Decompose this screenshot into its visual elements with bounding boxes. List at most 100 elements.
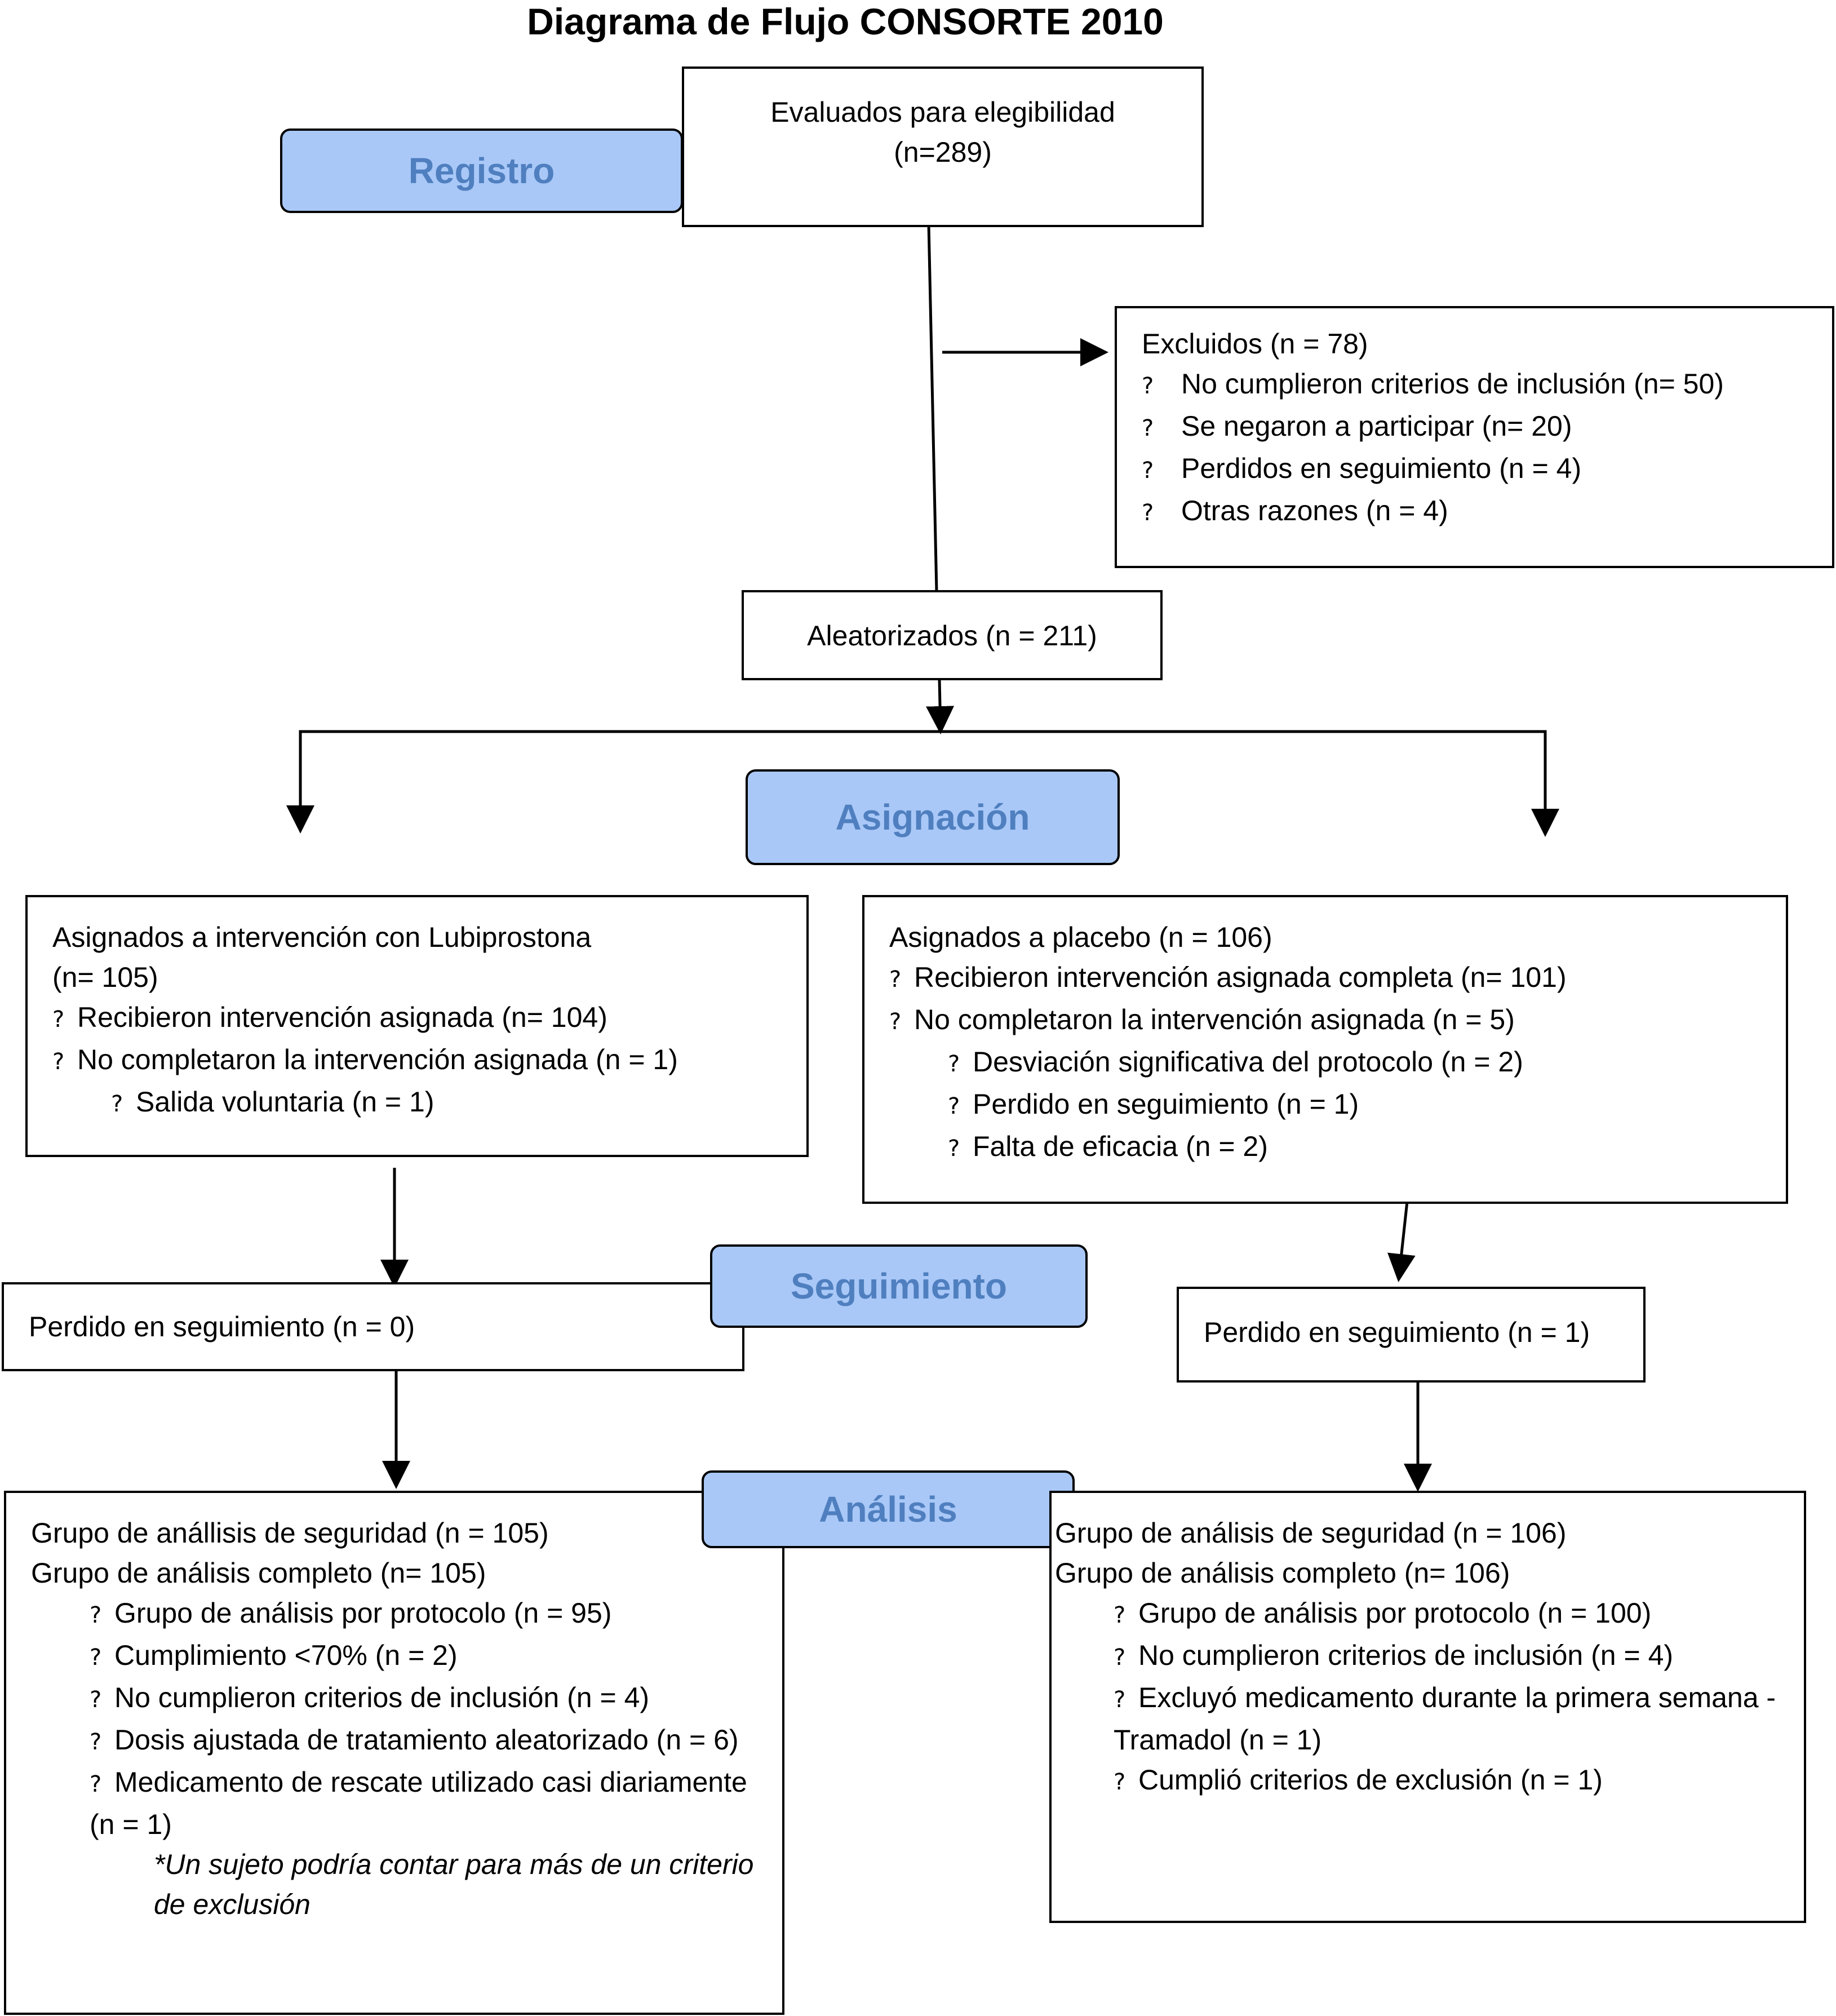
excluded-item-label: Se negaron a participar (n= 20) <box>1181 410 1572 442</box>
allocation-right-box: Asignados a placebo (n = 106) ? Recibiero… <box>862 895 1788 1204</box>
bullet-icon: ? <box>90 1645 102 1671</box>
analysis-right-item: ? Cumplió criterios de exclusión (n = 1) <box>1076 1760 1781 1802</box>
stage-analisis: Análisis <box>702 1470 1075 1548</box>
analysis-left-item-label: Medicamento de rescate utilizado casi di… <box>90 1766 747 1840</box>
followup-right-label: Perdido en seguimiento (n = 1) <box>1204 1317 1590 1348</box>
bullet-icon: ? <box>90 1729 102 1755</box>
analysis-left-box: Grupo de anállisis de seguridad (n = 105… <box>4 1491 784 2015</box>
allocation-left-title: Asignados a intervención con Lubiproston… <box>52 921 592 953</box>
bullet-icon: ? <box>1114 1602 1126 1628</box>
bullet-icon: ? <box>52 1007 65 1033</box>
analysis-left-item: ? Cumplimiento <70% (n = 2) <box>31 1636 760 1678</box>
excluded-item-label: Otras razones (n = 4) <box>1181 495 1448 526</box>
stage-seguimiento: Seguimiento <box>710 1244 1088 1328</box>
allocation-right-subitem: ? Falta de eficacia (n = 2) <box>889 1127 1786 1169</box>
excluded-item-label: Perdidos en seguimiento (n = 4) <box>1181 453 1582 484</box>
analysis-left-item: ?Medicamento de rescate utilizado casi d… <box>31 1762 760 1845</box>
allocation-left-item-label: No completaron la intervención asignada … <box>77 1044 678 1075</box>
right-allocation-to-followup-arrow <box>1387 1201 1416 1282</box>
randomized-label: Aleatorizados (n = 211) <box>807 620 1097 652</box>
followup-left-box: Perdido en seguimiento (n = 0) <box>2 1282 744 1371</box>
analysis-right-item-label: No cumplieron criterios de inclusión (n … <box>1138 1640 1674 1671</box>
excluded-item: ? Se negaron a participar (n= 20) <box>1142 406 1832 449</box>
stage-registro: Registro <box>280 129 683 213</box>
bullet-icon: ? <box>1142 373 1154 399</box>
enrollment-to-randomized-line <box>927 224 938 592</box>
enrollment-count: (n=289) <box>894 136 992 168</box>
bullet-icon: ? <box>1114 1687 1126 1713</box>
randomized-box: Aleatorizados (n = 211) <box>742 590 1163 680</box>
analysis-right-item: ? No cumplieron criterios de inclusión (n… <box>1076 1636 1781 1678</box>
allocation-right-subitem-label: Desviación significativa del protocolo (… <box>973 1046 1523 1078</box>
analysis-left-note: *Un sujeto podría contar para más de un … <box>154 1849 754 1920</box>
followup-right-box: Perdido en seguimiento (n = 1) <box>1177 1287 1646 1383</box>
analysis-left-item-label: Dosis ajustada de tratamiento aleatoriza… <box>114 1724 739 1756</box>
analysis-left-item: ? Grupo de análisis por protocolo (n = 95… <box>31 1593 760 1636</box>
allocation-right-item: ? Recibieron intervención asignada comple… <box>889 958 1786 1000</box>
allocation-right-title: Asignados a placebo (n = 106) <box>889 921 1272 953</box>
allocation-right-subitem-label: Falta de eficacia (n = 2) <box>973 1131 1268 1162</box>
excluded-item-label: No cumplieron criterios de inclusión (n=… <box>1181 368 1724 400</box>
allocation-left-count: (n= 105) <box>52 962 158 993</box>
analysis-left-item-label: Cumplimiento <70% (n = 2) <box>114 1640 458 1671</box>
allocation-right-subitem: ? Desviación significativa del protocolo … <box>889 1042 1786 1084</box>
excluded-item: ? No cumplieron criterios de inclusión (n… <box>1142 364 1832 406</box>
analysis-left-safety: Grupo de anállisis de seguridad (n = 105… <box>31 1517 549 1549</box>
analysis-right-item: ? Grupo de análisis por protocolo (n = 10… <box>1076 1593 1781 1636</box>
split-branch-line <box>299 730 1547 830</box>
analysis-left-item-label: No cumplieron criterios de inclusión (n … <box>114 1682 650 1713</box>
analysis-right-item: ?Excluyó medicamento durante la primera … <box>1076 1678 1781 1760</box>
analysis-right-item-label: Grupo de análisis por protocolo (n = 100… <box>1138 1597 1652 1629</box>
allocation-left-item-label: Recibieron intervención asignada (n= 104… <box>77 1002 607 1033</box>
allocation-right-item: ? No completaron la intervención asignada… <box>889 1000 1786 1042</box>
stage-asignacion-label: Asignación <box>835 797 1030 838</box>
bullet-icon: ? <box>948 1051 960 1077</box>
allocation-right-item-label: Recibieron intervención asignada complet… <box>914 962 1567 993</box>
stage-asignacion: Asignación <box>746 769 1120 865</box>
analysis-right-item-label: Cumplió criterios de exclusión (n = 1) <box>1138 1764 1603 1796</box>
analysis-right-item-label: Excluyó medicamento durante la primera s… <box>1114 1682 1776 1756</box>
bullet-icon: ? <box>52 1049 65 1075</box>
allocation-right-item-label: No completaron la intervención asignada … <box>914 1004 1515 1035</box>
excluded-header: Excluidos (n = 78) <box>1142 328 1368 360</box>
bullet-icon: ? <box>889 967 902 993</box>
bullet-icon: ? <box>889 1009 902 1035</box>
analysis-right-box: Grupo de análisis de seguridad (n = 106)… <box>1049 1491 1806 1923</box>
bullet-icon: ? <box>90 1602 102 1628</box>
bullet-icon: ? <box>1142 458 1154 484</box>
followup-left-label: Perdido en seguimiento (n = 0) <box>29 1311 415 1342</box>
bullet-icon: ? <box>1114 1645 1126 1671</box>
enrollment-box: Evaluados para elegibilidad (n=289) <box>682 67 1204 227</box>
analysis-right-full: Grupo de análisis completo (n= 106) <box>1055 1557 1510 1589</box>
allocation-left-subitem-label: Salida voluntaria (n = 1) <box>136 1086 434 1118</box>
stage-seguimiento-label: Seguimiento <box>790 1266 1008 1306</box>
excluded-box: Excluidos (n = 78) ? No cumplieron criter… <box>1115 306 1834 568</box>
randomized-to-split-arrow <box>926 679 955 734</box>
bullet-icon: ? <box>90 1687 102 1713</box>
bullet-icon: ? <box>1142 415 1154 441</box>
bullet-icon: ? <box>1142 500 1154 526</box>
allocation-left-subitem: ? Salida voluntaria (n = 1) <box>52 1082 806 1124</box>
allocation-left-item: ? Recibieron intervención asignada (n= 10… <box>52 998 806 1040</box>
allocation-right-subitem: ? Perdido en seguimiento (n = 1) <box>889 1084 1786 1127</box>
bullet-icon: ? <box>1114 1769 1126 1795</box>
bullet-icon: ? <box>948 1136 960 1162</box>
analysis-left-full: Grupo de análisis completo (n= 105) <box>31 1557 486 1589</box>
diagram-title: Diagrama de Flujo CONSORTE 2010 <box>527 1 1164 42</box>
stage-registro-label: Registro <box>408 150 555 191</box>
analysis-left-item-label: Grupo de análisis por protocolo (n = 95) <box>114 1597 612 1629</box>
analysis-right-safety: Grupo de análisis de seguridad (n = 106) <box>1055 1517 1567 1549</box>
bullet-icon: ? <box>90 1771 102 1797</box>
analysis-left-item: ? No cumplieron criterios de inclusión (n… <box>31 1678 760 1720</box>
allocation-left-item: ? No completaron la intervención asignada… <box>52 1040 806 1082</box>
allocation-left-box: Asignados a intervención con Lubiproston… <box>25 895 809 1157</box>
analysis-left-item: ? Dosis ajustada de tratamiento aleatoriz… <box>31 1720 760 1762</box>
allocation-right-subitem-label: Perdido en seguimiento (n = 1) <box>973 1088 1359 1120</box>
excluded-item: ? Perdidos en seguimiento (n = 4) <box>1142 449 1832 491</box>
stage-analisis-label: Análisis <box>819 1489 957 1530</box>
excluded-item: ? Otras razones (n = 4) <box>1142 491 1832 533</box>
bullet-icon: ? <box>111 1091 123 1117</box>
enrollment-label: Evaluados para elegibilidad <box>770 96 1115 128</box>
bullet-icon: ? <box>948 1093 960 1119</box>
